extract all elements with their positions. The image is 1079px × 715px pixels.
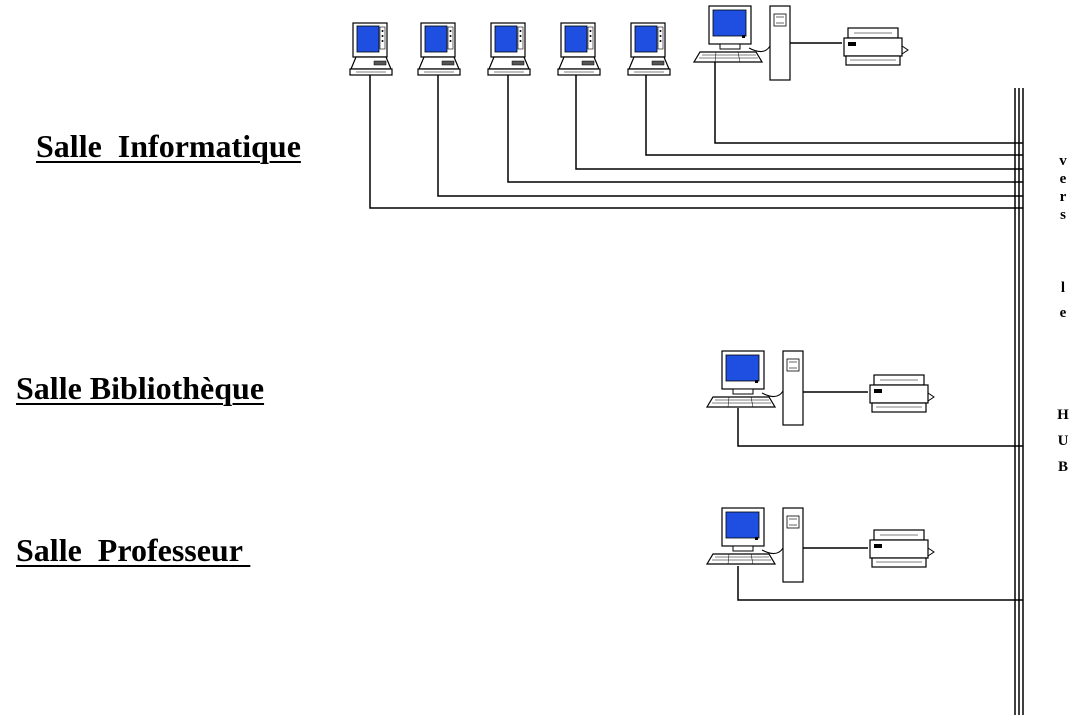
hub-label-char: r [1059, 189, 1067, 205]
room-label-informatique: Salle Informatique [36, 128, 301, 164]
workstation-icon [417, 22, 461, 76]
printer-icon [843, 27, 909, 66]
hub-label-char: e [1059, 171, 1067, 187]
printer-icon [869, 374, 935, 413]
hub-bus [1014, 88, 1024, 715]
room-label-bibliotheque: Salle Bibliothèque [16, 370, 265, 406]
hub-label-char: e [1059, 305, 1067, 321]
room-label-professeur: Salle Professeur [16, 532, 251, 568]
workstation-icon [349, 22, 393, 76]
workstation-icon [557, 22, 601, 76]
professeur-cables [737, 547, 1023, 601]
hub-label-char: B [1057, 459, 1068, 475]
hub-label-char: s [1060, 207, 1066, 223]
bibliotheque-cables [737, 391, 1023, 447]
workstation-icon [627, 22, 671, 76]
hub-label-char: l [1060, 280, 1066, 296]
computer-icon [706, 350, 804, 426]
informatique-cables [369, 42, 1023, 209]
computer-icon [693, 5, 791, 81]
workstation-icon [487, 22, 531, 76]
printer-icon [869, 529, 935, 568]
computer-icon [706, 507, 804, 583]
hub-label-char: v [1059, 153, 1067, 169]
hub-label-char: U [1057, 433, 1069, 449]
hub-label-char: H [1057, 407, 1069, 423]
